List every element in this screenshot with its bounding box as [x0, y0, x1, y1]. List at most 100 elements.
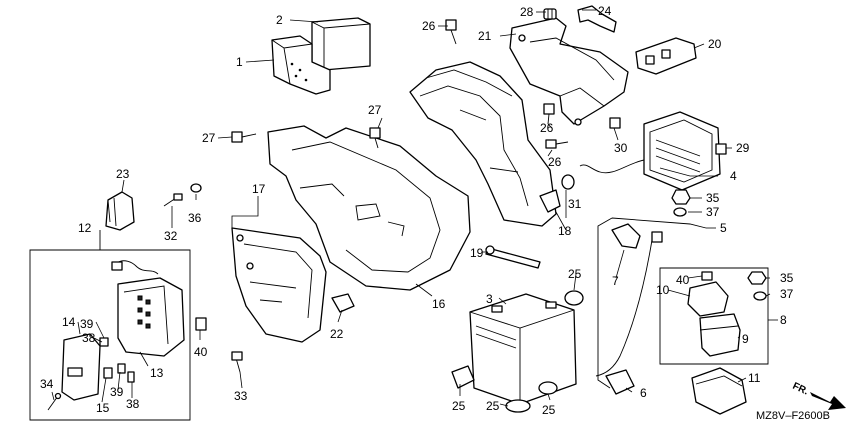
callout-23: 23: [116, 167, 130, 181]
callout-20: 20: [708, 37, 722, 51]
fuse-clips: [99, 337, 135, 383]
callout-40a: 40: [194, 345, 208, 359]
callout-37b: 37: [780, 287, 794, 301]
part-27-bolt-a: [231, 131, 257, 143]
callout-3: 3: [486, 292, 493, 306]
callout-34: 34: [40, 377, 54, 391]
part-21-bracket: [509, 17, 629, 126]
callout-16: 16: [432, 297, 446, 311]
part-33-bolt: [231, 351, 243, 373]
callout-31: 31: [568, 197, 582, 211]
drawing-code: MZ8V–F2600B: [756, 410, 830, 422]
front-label: FR.: [791, 381, 810, 398]
part-20-connector: [635, 37, 697, 75]
callout-19: 19: [470, 246, 484, 260]
part-1-relay: [271, 35, 331, 95]
callout-28: 28: [520, 5, 534, 19]
part-8-group: [659, 267, 769, 365]
callout-4: 4: [730, 169, 737, 183]
part-25-pad-a: [451, 365, 475, 389]
part-19-bolt: [485, 245, 541, 269]
front-direction-arrow: FR.: [791, 381, 846, 410]
part-40-clip-a: [195, 317, 207, 331]
part-16-upper: [409, 61, 557, 227]
callout-25c: 25: [486, 399, 500, 413]
part-26-bolt-a: [445, 19, 457, 45]
callout-25b: 25: [452, 399, 466, 413]
part-29-bolt: [715, 143, 727, 155]
part-9-relay: [699, 313, 741, 357]
part-11-cover: [691, 367, 747, 415]
callout-17: 17: [252, 182, 266, 196]
callout-18: 18: [558, 224, 572, 238]
callout-labels: 1 2 3 4 5 6 7 8 9 10 11 12 13 14 15 16 1…: [40, 4, 794, 417]
part-40-clip-b: [701, 271, 713, 281]
callout-24: 24: [598, 4, 612, 18]
part-35-nut-a: [671, 189, 691, 205]
leader-lines: [51, 9, 778, 407]
callout-33: 33: [234, 389, 248, 403]
callout-25a: 25: [568, 267, 582, 281]
part-3-battery: [469, 293, 577, 405]
part-26-bolt-b: [543, 103, 555, 125]
callout-35b: 35: [780, 271, 794, 285]
callout-11: 11: [748, 371, 761, 385]
callout-35a: 35: [706, 191, 720, 205]
part-37-washer-a: [673, 207, 687, 217]
callout-25d: 25: [542, 403, 556, 417]
part-36-grommet: [190, 183, 202, 193]
part-32-bolt: [163, 193, 183, 207]
callout-10: 10: [656, 283, 670, 297]
part-37-washer-b: [753, 291, 767, 301]
callout-39b: 39: [110, 385, 124, 399]
part-5-group: [597, 217, 707, 389]
part-14-fuse-cover: [61, 333, 101, 401]
callout-2: 2: [276, 13, 283, 27]
part-26-bolt-c: [545, 139, 569, 149]
part-25-pad-d: [538, 381, 558, 395]
callout-9: 9: [742, 332, 749, 346]
callout-15: 15: [96, 401, 110, 415]
part-25-pad-c: [505, 399, 531, 413]
callout-12: 12: [78, 221, 92, 235]
callout-1: 1: [236, 55, 243, 69]
callout-39a: 39: [80, 317, 94, 331]
callout-40b: 40: [676, 273, 690, 287]
part-28-bolt: [543, 8, 557, 20]
part-31-collar: [561, 174, 575, 190]
callout-38b: 38: [126, 397, 140, 411]
part-23-cap: [105, 191, 135, 231]
callout-27a: 27: [368, 103, 382, 117]
callout-8: 8: [780, 313, 787, 327]
part-18-bracket: [539, 189, 561, 213]
part-13-fuse-box: [111, 260, 185, 357]
part-12-group: [29, 230, 191, 421]
part-25-pad-b: [564, 290, 584, 306]
callout-30: 30: [614, 141, 628, 155]
part-34-screw: [47, 392, 62, 411]
callout-6: 6: [640, 386, 647, 400]
callout-26b: 26: [540, 121, 554, 135]
part-30-bolt: [609, 117, 621, 129]
part-27-bolt-b: [369, 127, 381, 149]
callout-38a: 38: [82, 331, 96, 345]
part-4-regulator: [579, 111, 721, 191]
callout-26a: 26: [422, 19, 436, 33]
callout-32: 32: [164, 229, 178, 243]
callout-36: 36: [188, 211, 202, 225]
part-24-stay: [577, 5, 617, 33]
part-10-relay-cap: [687, 281, 729, 317]
callout-29: 29: [736, 141, 750, 155]
callout-26c: 26: [548, 155, 562, 169]
part-2-cover: [311, 17, 371, 71]
callout-7: 7: [612, 274, 619, 288]
part-22-grommet: [331, 293, 355, 313]
part-17-plate: [231, 227, 327, 343]
callout-21: 21: [478, 29, 492, 43]
part-7-cable: [595, 223, 663, 377]
callout-5: 5: [720, 221, 727, 235]
callout-22: 22: [330, 327, 344, 341]
callout-13: 13: [150, 366, 164, 380]
